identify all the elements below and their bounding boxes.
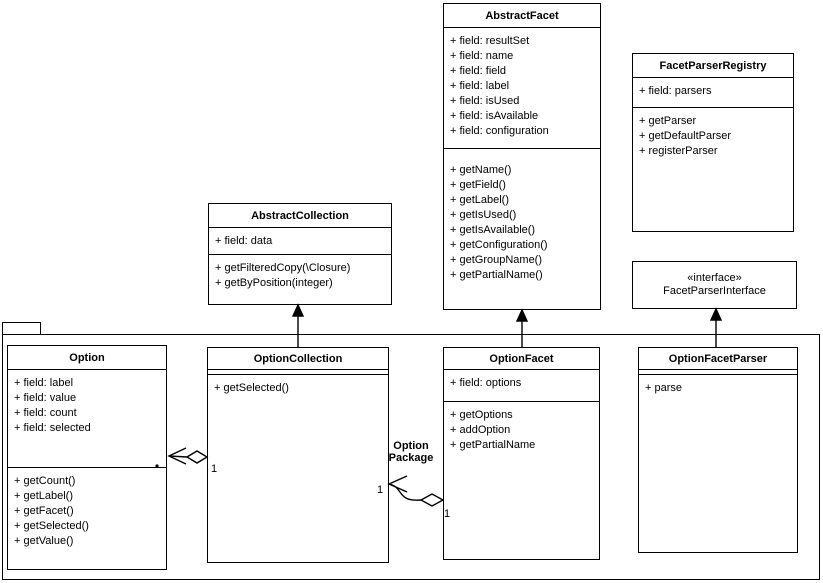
multiplicity-label: 1 xyxy=(444,508,451,520)
method-row: + getLabel() xyxy=(14,490,74,502)
interface-stereotype: «interface» xyxy=(687,272,742,284)
multiplicity-label: 1 xyxy=(377,484,384,496)
methods-compartment: + getCount() + getLabel() + getFacet() +… xyxy=(8,468,166,569)
method-row: + getField() xyxy=(450,179,506,191)
field-row: + field: name xyxy=(450,50,514,62)
methods-compartment: + getSelected() xyxy=(208,375,388,562)
field-row: + field: selected xyxy=(14,422,91,434)
fields-compartment: + field: resultSet + field: name + field… xyxy=(444,28,600,149)
realization-optionfacetparser-facetparserinterface[interactable] xyxy=(709,307,723,347)
class-title: OptionFacet xyxy=(444,348,599,370)
method-row: + getSelected() xyxy=(14,520,89,532)
field-row: + field: field xyxy=(450,65,506,77)
field-row: + field: isUsed xyxy=(450,95,520,107)
fields-compartment xyxy=(639,370,797,375)
method-row: + getByPosition(integer) xyxy=(215,277,333,289)
class-title: FacetParserRegistry xyxy=(633,54,793,78)
methods-compartment: + getOptions + addOption + getPartialNam… xyxy=(444,402,599,559)
interface-name: FacetParserInterface xyxy=(663,285,766,297)
generalization-optioncollection-abstractcollection[interactable] xyxy=(291,303,305,347)
method-row: + getLabel() xyxy=(450,194,510,206)
fields-compartment xyxy=(208,370,388,375)
method-row: + getPartialName() xyxy=(450,269,543,281)
field-row: + field: count xyxy=(14,407,77,419)
field-row: + field: label xyxy=(14,377,74,389)
class-title: AbstractCollection xyxy=(209,204,391,228)
class-title: OptionFacetParser xyxy=(639,348,797,370)
interface-facetparserinterface[interactable]: «interface» FacetParserInterface xyxy=(632,261,797,309)
class-abstractfacet[interactable]: AbstractFacet + field: resultSet + field… xyxy=(443,3,601,310)
field-row: + field: resultSet xyxy=(450,35,530,47)
class-optionfacetparser[interactable]: OptionFacetParser + parse xyxy=(638,347,798,553)
class-abstractcollection[interactable]: AbstractCollection + field: data + getFi… xyxy=(208,203,392,305)
method-row: + getPartialName xyxy=(450,439,536,451)
field-row: + field: parsers xyxy=(639,85,712,97)
method-row: + getSelected() xyxy=(214,382,289,394)
method-row: + getConfiguration() xyxy=(450,239,548,251)
method-row: + getGroupName() xyxy=(450,254,543,266)
method-row: + addOption xyxy=(450,424,511,436)
field-row: + field: isAvailable xyxy=(450,110,539,122)
field-row: + field: data xyxy=(215,235,273,247)
aggregation-optioncollection-option[interactable] xyxy=(155,447,209,468)
method-row: + getIsUsed() xyxy=(450,209,517,221)
method-row: + parse xyxy=(645,382,682,394)
fields-compartment: + field: label + field: value + field: c… xyxy=(8,370,166,468)
methods-compartment: + getParser + getDefaultParser + registe… xyxy=(633,108,793,231)
field-row: + field: configuration xyxy=(450,125,549,137)
methods-compartment: + parse xyxy=(639,375,797,552)
fields-compartment: + field: data xyxy=(209,228,391,255)
class-optionfacet[interactable]: OptionFacet + field: options + getOption… xyxy=(443,347,600,560)
class-title: AbstractFacet xyxy=(444,4,600,28)
generalization-optionfacet-abstractfacet[interactable] xyxy=(515,308,529,347)
class-facetparserregistry[interactable]: FacetParserRegistry + field: parsers + g… xyxy=(632,53,794,232)
package-tab[interactable] xyxy=(2,322,41,335)
method-row: + getFacet() xyxy=(14,505,74,517)
method-row: + getFilteredCopy(\Closure) xyxy=(215,262,351,274)
multiplicity-label: 1 xyxy=(211,463,218,475)
aggregation-optionfacet-optioncollection[interactable] xyxy=(387,475,445,507)
class-optioncollection[interactable]: OptionCollection + getSelected() xyxy=(207,347,389,563)
field-row: + field: label xyxy=(450,80,510,92)
method-row: + getDefaultParser xyxy=(639,130,732,142)
field-row: + field: options xyxy=(450,377,522,389)
field-row: + field: value xyxy=(14,392,77,404)
method-row: + getValue() xyxy=(14,535,74,547)
method-row: + getIsAvailable() xyxy=(450,224,536,236)
methods-compartment: + getFilteredCopy(\Closure) + getByPosit… xyxy=(209,255,391,304)
class-title: OptionCollection xyxy=(208,348,388,370)
class-option[interactable]: Option + field: label + field: value + f… xyxy=(7,345,167,570)
fields-compartment: + field: parsers xyxy=(633,78,793,108)
class-title: Option xyxy=(8,346,166,370)
method-row: + getCount() xyxy=(14,475,76,487)
fields-compartment: + field: options xyxy=(444,370,599,402)
methods-compartment: + getName() + getField() + getLabel() + … xyxy=(444,149,600,310)
association-label-option-package: Option Package xyxy=(388,440,434,464)
method-row: + getParser xyxy=(639,115,697,127)
method-row: + getName() xyxy=(450,164,512,176)
method-row: + registerParser xyxy=(639,145,718,157)
method-row: + getOptions xyxy=(450,409,513,421)
